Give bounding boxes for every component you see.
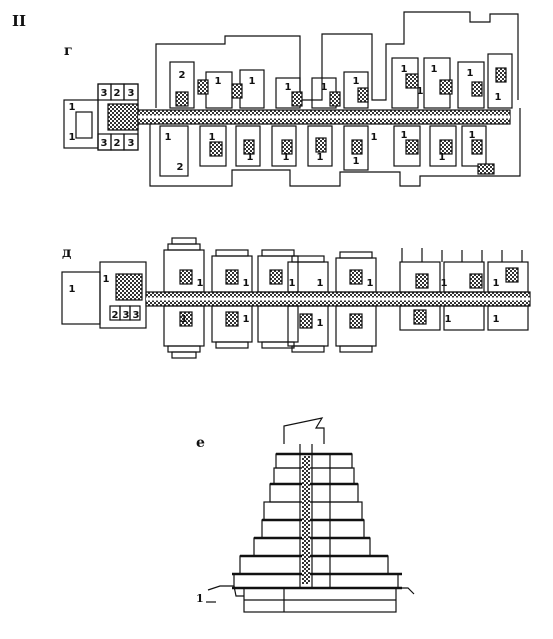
- room-number: 1: [353, 76, 360, 87]
- room-number: 1: [321, 82, 328, 93]
- room-number: 1: [247, 152, 254, 163]
- section-floor: [233, 573, 399, 589]
- section-floor: [275, 453, 353, 469]
- plan-g-room-numbers: 3 2 3 3 2 3 1 1 2 1 1 1 1 1 1 1 1 2 1 1 …: [69, 64, 502, 173]
- room-number: 2: [114, 88, 121, 99]
- room-number: 1: [69, 102, 76, 113]
- ground-line: [207, 585, 244, 597]
- room-number: 3: [128, 88, 135, 99]
- room-number: 1: [353, 156, 360, 167]
- room-number: 1: [283, 152, 290, 163]
- room-number: 1: [467, 68, 474, 79]
- room-number: 3: [133, 310, 140, 321]
- room-number: 1: [469, 130, 476, 141]
- room-number: 1: [317, 152, 324, 163]
- section-label: II: [12, 12, 27, 30]
- room-number: 1: [69, 284, 76, 295]
- room-number: 3: [123, 310, 130, 321]
- room-number: 1: [243, 278, 250, 289]
- room-number: 1: [317, 318, 324, 329]
- section-floor: [273, 467, 355, 485]
- room-number: 1: [69, 132, 76, 143]
- section-floor: [263, 501, 363, 521]
- room-number: 1: [181, 314, 188, 325]
- plan-g-outer-top: [155, 11, 519, 108]
- room-number: 3: [101, 88, 108, 99]
- room-number: 1: [493, 278, 500, 289]
- room-number: 1: [243, 314, 250, 325]
- floor-plan-g: [63, 11, 521, 187]
- plan-d-label: д: [62, 245, 72, 261]
- room-number: 1: [431, 64, 438, 75]
- room-number: 2: [112, 310, 119, 321]
- plan-g-label: г: [64, 43, 73, 59]
- section-e-label: е: [196, 435, 205, 451]
- plan-g-outer-bottom: [149, 108, 521, 187]
- room-number: 3: [128, 138, 135, 149]
- plan-d-room-numbers: 1 2 1 1 1 1 1 1 3 3 1 1 1 1 1 1 1: [69, 274, 500, 329]
- room-number: 1: [401, 64, 408, 75]
- plan-g-units-top: [169, 53, 513, 109]
- plan-d-units-top: [163, 237, 529, 293]
- section-floor: [261, 519, 365, 539]
- room-number: 1: [417, 86, 424, 97]
- room-number: 1: [209, 132, 216, 143]
- floor-plan-d: [61, 237, 531, 359]
- building-section-e: [206, 417, 415, 613]
- section-floor: [239, 555, 389, 575]
- room-number: 1: [317, 278, 324, 289]
- ground-mark-label: 1: [196, 592, 204, 605]
- section-roof: [283, 417, 325, 444]
- room-number: 1: [249, 76, 256, 87]
- room-number: 2: [114, 138, 121, 149]
- room-number: 1: [495, 92, 502, 103]
- room-number: 2: [179, 70, 186, 81]
- plan-d-end-block: [61, 271, 101, 325]
- section-floor: [269, 483, 359, 503]
- room-number: 1: [289, 278, 296, 289]
- plan-g-units-bottom: [159, 125, 495, 177]
- room-number: 1: [165, 132, 172, 143]
- room-number: 1: [215, 76, 222, 87]
- room-number: 1: [367, 278, 374, 289]
- room-number: 1: [285, 82, 292, 93]
- room-number: 1: [197, 278, 204, 289]
- room-number: 1: [441, 278, 448, 289]
- room-number: 1: [401, 130, 408, 141]
- room-number: 1: [371, 132, 378, 143]
- room-number: 1: [439, 152, 446, 163]
- room-number: 3: [101, 138, 108, 149]
- room-number: 1: [493, 314, 500, 325]
- room-number: 1: [445, 314, 452, 325]
- room-number: 1: [103, 274, 110, 285]
- plan-d-units-bottom: [163, 305, 529, 359]
- room-number: 2: [177, 162, 184, 173]
